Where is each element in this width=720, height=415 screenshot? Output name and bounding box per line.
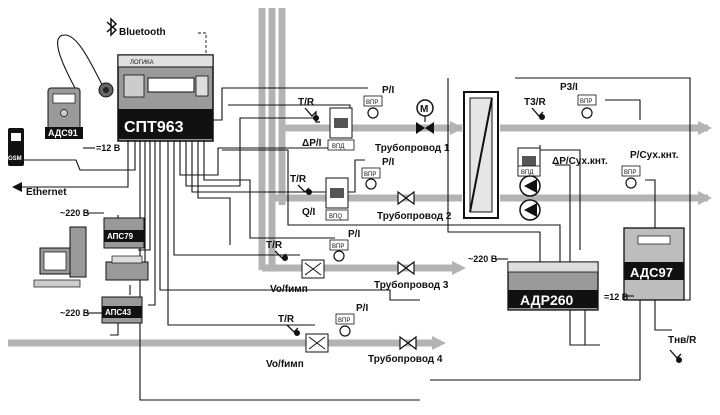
pipe1-pi-label: P/I [382,85,394,96]
pipe1-label: Трубопровод 1 [375,142,450,154]
aps43-label: АПС43 [105,308,132,317]
pipe3-vo-label: Vo/fимп [270,284,308,295]
arrow-2 [698,191,712,205]
p-sux-label: P/Сух.кнт. [630,150,679,161]
spt963-device: ЛОГИКА СПТ963 [117,54,214,142]
ads97-device: АДС97 =12 В [604,227,685,302]
power-12v-ads: =12 В [604,292,629,302]
pipe2-pi-label: P/I [382,157,394,168]
bluetooth-icon [106,17,118,37]
ethernet-label: Ethernet [26,187,67,198]
pipe4-vpr-label: ВПР [338,318,350,324]
gsm-label: GSM [8,156,22,162]
heat-exchanger [463,91,499,219]
power-220v-aps43: ~220 В [60,308,90,318]
pipe3-vpr-label: ВПР [332,244,344,250]
tnvr-label: Tнв/R [668,335,697,346]
psux-vpr-label: ВПР [624,170,636,176]
p3i-label: P3/I [560,82,578,93]
ads97-label: АДС97 [630,265,673,280]
pipe1-tr-label: T/R [298,97,315,108]
power-220v-adr: ~220 В [468,254,498,264]
pipe4-vo-label: Vo/fимп [266,359,304,370]
pipe1-sensors: T/R ВПД ΔP/I P/I ВПР M Трубопровод 1 [298,85,450,154]
motor-label: M [420,104,428,115]
pipe3-label: Трубопровод 3 [374,279,449,291]
pipe2-sensors: T/R ВПQ Q/I P/I ВПР Трубопровод 2 [290,157,452,222]
spt963-label: СПТ963 [124,119,184,136]
pipe4-tr-label: T/R [278,314,295,325]
pipe2-vpr-label: ВПР [364,172,376,178]
pipe1-dpi-label: ΔP/I [302,138,322,149]
aps79-label: АПС79 [107,232,134,241]
pipe2-qi-label: Q/I [302,207,316,218]
bluetooth-label: Bluetooth [119,27,166,38]
dp-vpd-label: ВПД [521,170,533,176]
tnv-sensor: Tнв/R [668,335,697,363]
bluetooth-block: Bluetooth [106,17,166,38]
pipe2-tr-label: T/R [290,174,307,185]
power-12v-spt: =12 В [96,143,121,153]
adr260-label: АДР260 [520,292,574,308]
aps79-device: АПС79 ~220 В [60,208,145,249]
ads91-device: АДС91 [45,82,114,139]
p3-vpr-label: ВПР [580,99,592,105]
ethernet-block: Ethernet [12,140,129,198]
spt963-brand: ЛОГИКА [130,60,154,66]
arrow-4 [432,336,446,350]
pipe2-label: Трубопровод 2 [377,210,452,222]
printer [105,255,149,281]
aps43-device: АПС43 ~220 В [60,296,143,324]
pipe3-tr-label: T/R [266,240,283,251]
computer [33,226,87,288]
t3r-label: T3/R [524,97,546,108]
arrow-3 [452,261,466,275]
pipe4-pi-label: P/I [356,303,368,314]
pipe2-vpq-label: ВПQ [329,214,342,220]
pipe1-vpd-label: ВПД [332,144,344,150]
pipe3-sensors: T/R Vo/fимп P/I ВПР Трубопровод 3 [266,229,449,295]
pipe4-sensors: T/R Vo/fимп P/I ВПР Трубопровод 4 [266,303,443,370]
dp-sux-label: ΔP/Сух.кнт. [552,156,608,167]
gsm-device: GSM [8,128,24,166]
pipe4-label: Трубопровод 4 [368,353,443,365]
arrow-1b [698,121,712,135]
ads91-label: АДС91 [48,128,78,138]
right-sensors: T3/R P3/I ВПР ВПД ΔP/Сух.кнт. P/Сух.кнт.… [517,82,679,221]
pipe3-pi-label: P/I [348,229,360,240]
power-220v-aps79: ~220 В [60,208,90,218]
adr260-device: АДР260 ~220 В [468,254,599,311]
pipe1-vpr-label: ВПР [366,100,378,106]
arrow-1a [450,121,464,135]
pipes [8,8,712,350]
